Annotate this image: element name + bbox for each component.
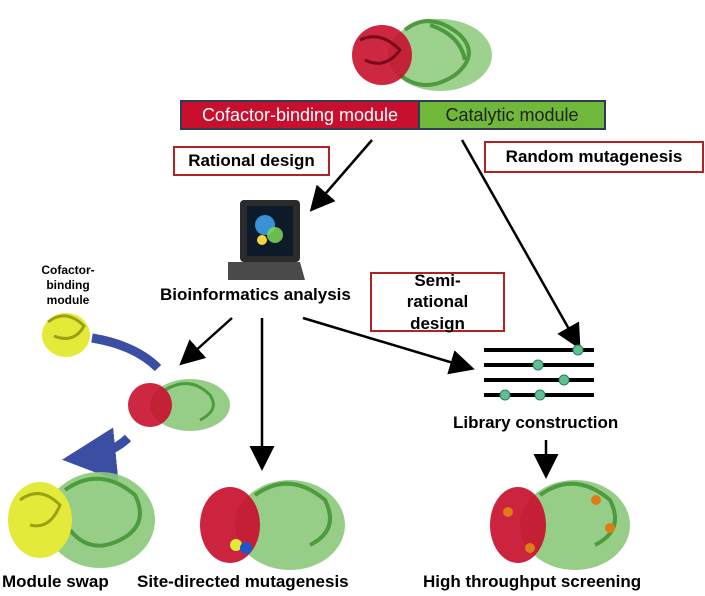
library-construction-label: Library construction [453, 413, 619, 432]
cofactor-binding-module-label: Cofactor-binding module [182, 102, 418, 128]
catalytic-module-label: Catalytic module [418, 102, 604, 128]
site-directed-protein-image [200, 480, 345, 570]
semi-rational-design-box: Semi-rational design [370, 271, 505, 333]
arrow-random [460, 139, 581, 350]
cofactor-module-image [42, 313, 90, 357]
module-bar: Cofactor-binding module Catalytic module [180, 100, 606, 130]
arrow-to-swap-protein [179, 317, 233, 366]
bioinformatics-analysis-label: Bioinformatics analysis [160, 285, 351, 304]
site-directed-mutagenesis-label: Site-directed mutagenesis [137, 572, 349, 591]
middle-protein-image [128, 379, 230, 431]
arrow-rational [309, 139, 373, 212]
rational-design-box: Rational design [173, 146, 330, 176]
cofactor-binding-module-small-label: Cofactor-binding module [41, 263, 95, 307]
top-protein-image [352, 19, 492, 91]
module-swap-protein-image [8, 472, 155, 568]
random-mutagenesis-box: Random mutagenesis [484, 141, 704, 173]
arrow-to-library [302, 316, 475, 375]
module-swap-label: Module swap [2, 572, 109, 591]
blue-arrow-bottom [62, 427, 132, 482]
library-image [484, 344, 594, 401]
screening-protein-image [490, 480, 630, 570]
computer-image [228, 200, 305, 280]
high-throughput-screening-label: High throughput screening [423, 572, 642, 591]
blue-arrow-top [91, 333, 162, 372]
